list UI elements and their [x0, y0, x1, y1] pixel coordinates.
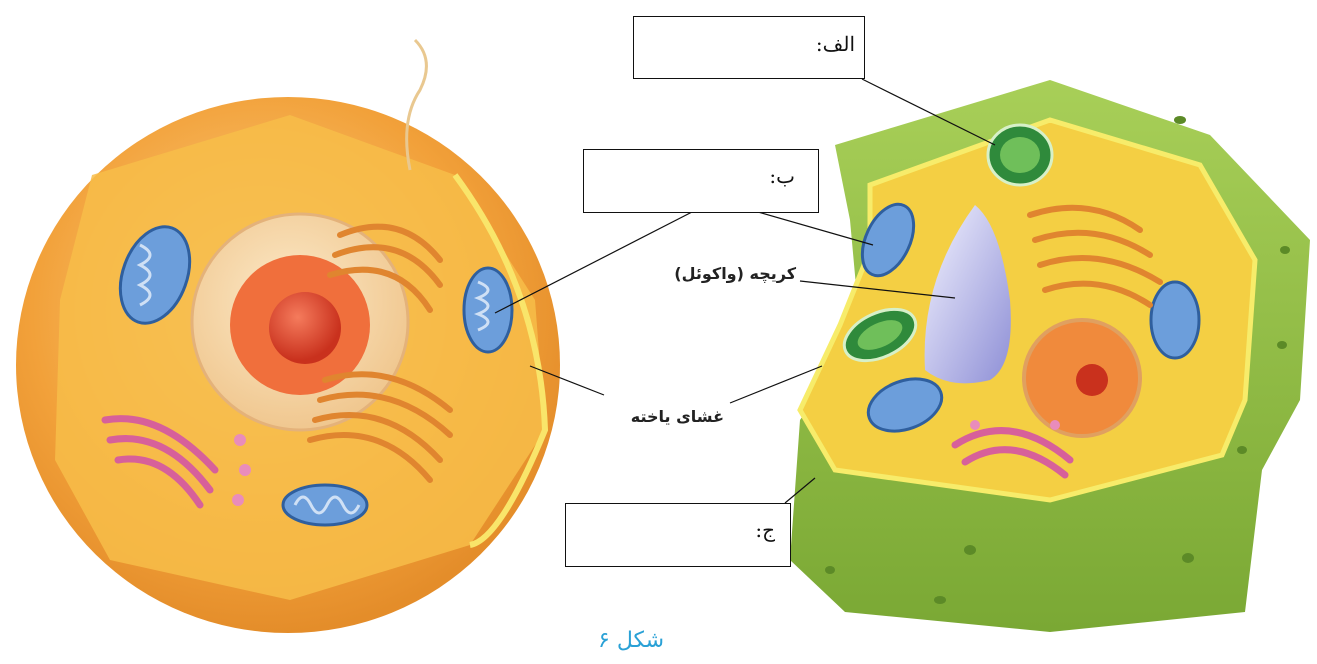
animal-nucleolus	[269, 292, 341, 364]
animal-mitochondrion-bottom	[283, 485, 367, 525]
plant-cell	[790, 80, 1310, 632]
label-box-a-text: الف:	[816, 32, 855, 56]
label-box-c-text: ج:	[755, 518, 775, 542]
cell-membrane-label: غشای یاخته	[631, 407, 724, 426]
figure-caption: شکل ۶	[598, 628, 664, 653]
plant-mitochondrion-right	[1151, 282, 1199, 358]
plant-chloroplast-top	[988, 125, 1052, 185]
vacuole-label: کریچه (واکوئل)	[674, 264, 796, 283]
animal-mitochondrion-right	[464, 268, 512, 352]
plant-nucleolus	[1076, 364, 1108, 396]
label-box-b-text: ب:	[769, 164, 795, 188]
animal-cell	[16, 40, 560, 633]
